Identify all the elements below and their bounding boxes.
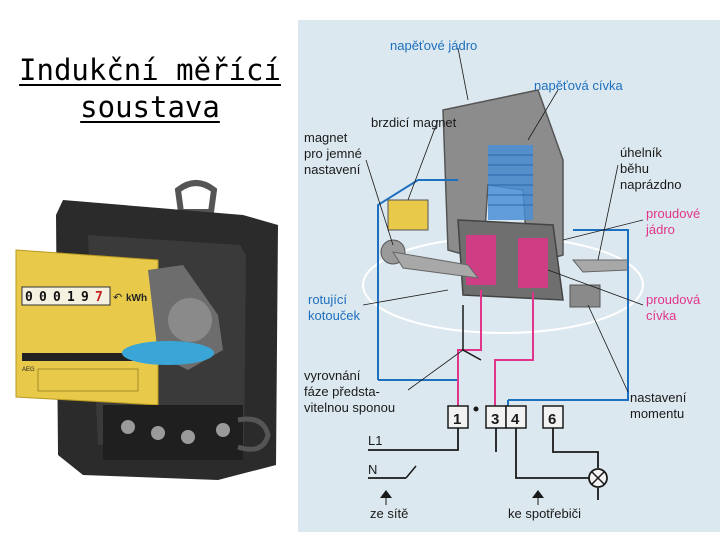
- brake-magnet: [387, 199, 429, 231]
- label-magnet-1: magnet: [304, 130, 348, 145]
- label-brake-magnet: brzdicí magnet: [371, 115, 457, 130]
- magnet-arm: [391, 251, 480, 279]
- label-moment-1: nastavení: [630, 390, 687, 405]
- counter-digits: 0 0 0 1 9 7: [25, 290, 103, 305]
- label-current-coil-1: proudová: [646, 292, 701, 307]
- label-phase-1: vyrovnání: [304, 368, 361, 383]
- label-magnet-2: pro jemné: [304, 146, 362, 161]
- meter-plate-specs: [37, 368, 139, 392]
- rotation-arrow-icon: ↶: [113, 291, 122, 304]
- current-coil-right: [518, 238, 548, 288]
- meter-diagram: 1 3 4 6 napěťové jádro napěťová cívka br…: [298, 20, 720, 532]
- label-bracket-1: úhelník: [620, 145, 662, 160]
- counter-digit: 7: [95, 290, 103, 305]
- label-magnet-3: nastavení: [304, 162, 361, 177]
- arrow-up-icon: [380, 490, 392, 498]
- counter-window: [21, 286, 111, 306]
- meter-plate-bar: [22, 353, 148, 361]
- counter-digit: 1: [67, 290, 75, 305]
- label-from-grid: ze sítě: [370, 506, 408, 521]
- label-moment-2: momentu: [630, 406, 684, 421]
- label-n: N: [368, 462, 377, 477]
- slide-title: Indukční měřící soustava: [10, 52, 290, 126]
- counter-digit: 9: [81, 290, 89, 305]
- mounting-tab: [237, 416, 271, 452]
- label-current-core-2: jádro: [645, 222, 675, 237]
- hanging-loop: [174, 180, 218, 215]
- moment-screw: [569, 284, 601, 308]
- terminal-strip: [447, 405, 564, 429]
- meter-photo: 0 0 0 1 9 7 ↶ kWh Wechselstromzähler AEG: [8, 175, 290, 487]
- label-phase-2: fáze předsta-: [304, 384, 380, 399]
- label-voltage-coil: napěťová cívka: [534, 78, 623, 93]
- terminal-label: 1: [453, 411, 461, 428]
- meter-disk: [122, 341, 214, 365]
- terminal-label: 3: [491, 411, 499, 428]
- label-bracket-2: běhu: [620, 161, 649, 176]
- no-load-bracket: [571, 259, 629, 273]
- label-current-coil-2: cívka: [646, 308, 677, 323]
- counter-unit: kWh: [126, 293, 147, 304]
- title-line-1: Indukční měřící: [19, 53, 281, 87]
- current-wiring: [457, 290, 534, 412]
- title-line-2: soustava: [80, 90, 220, 124]
- label-phase-3: vitelnou sponou: [304, 400, 395, 415]
- arrow-up-icon: [532, 490, 544, 498]
- label-voltage-core: napěťové jádro: [390, 38, 477, 53]
- counter-digit: 0: [25, 290, 33, 305]
- external-circuit: [368, 428, 599, 500]
- counter-digit: 0: [39, 290, 47, 305]
- label-bracket-3: naprázdno: [620, 177, 681, 192]
- label-to-consumer: ke spotřebiči: [508, 506, 581, 521]
- meter-face: [15, 249, 159, 406]
- terminal-label: 4: [511, 411, 520, 428]
- switch-icon: [405, 465, 417, 479]
- meter-coil: [168, 298, 212, 342]
- meter-plate-line-2: AEG: [22, 367, 35, 373]
- label-current-core-1: proudové: [646, 206, 700, 221]
- meter-plate-line-1: Wechselstromzähler: [26, 355, 80, 361]
- counter-digit: 0: [53, 290, 61, 305]
- label-disk-1: rotující: [308, 292, 347, 307]
- label-l1: L1: [368, 433, 382, 448]
- voltage-coil: [488, 145, 533, 220]
- label-disk-2: kotouček: [308, 308, 361, 323]
- terminal-label: 6: [548, 411, 556, 428]
